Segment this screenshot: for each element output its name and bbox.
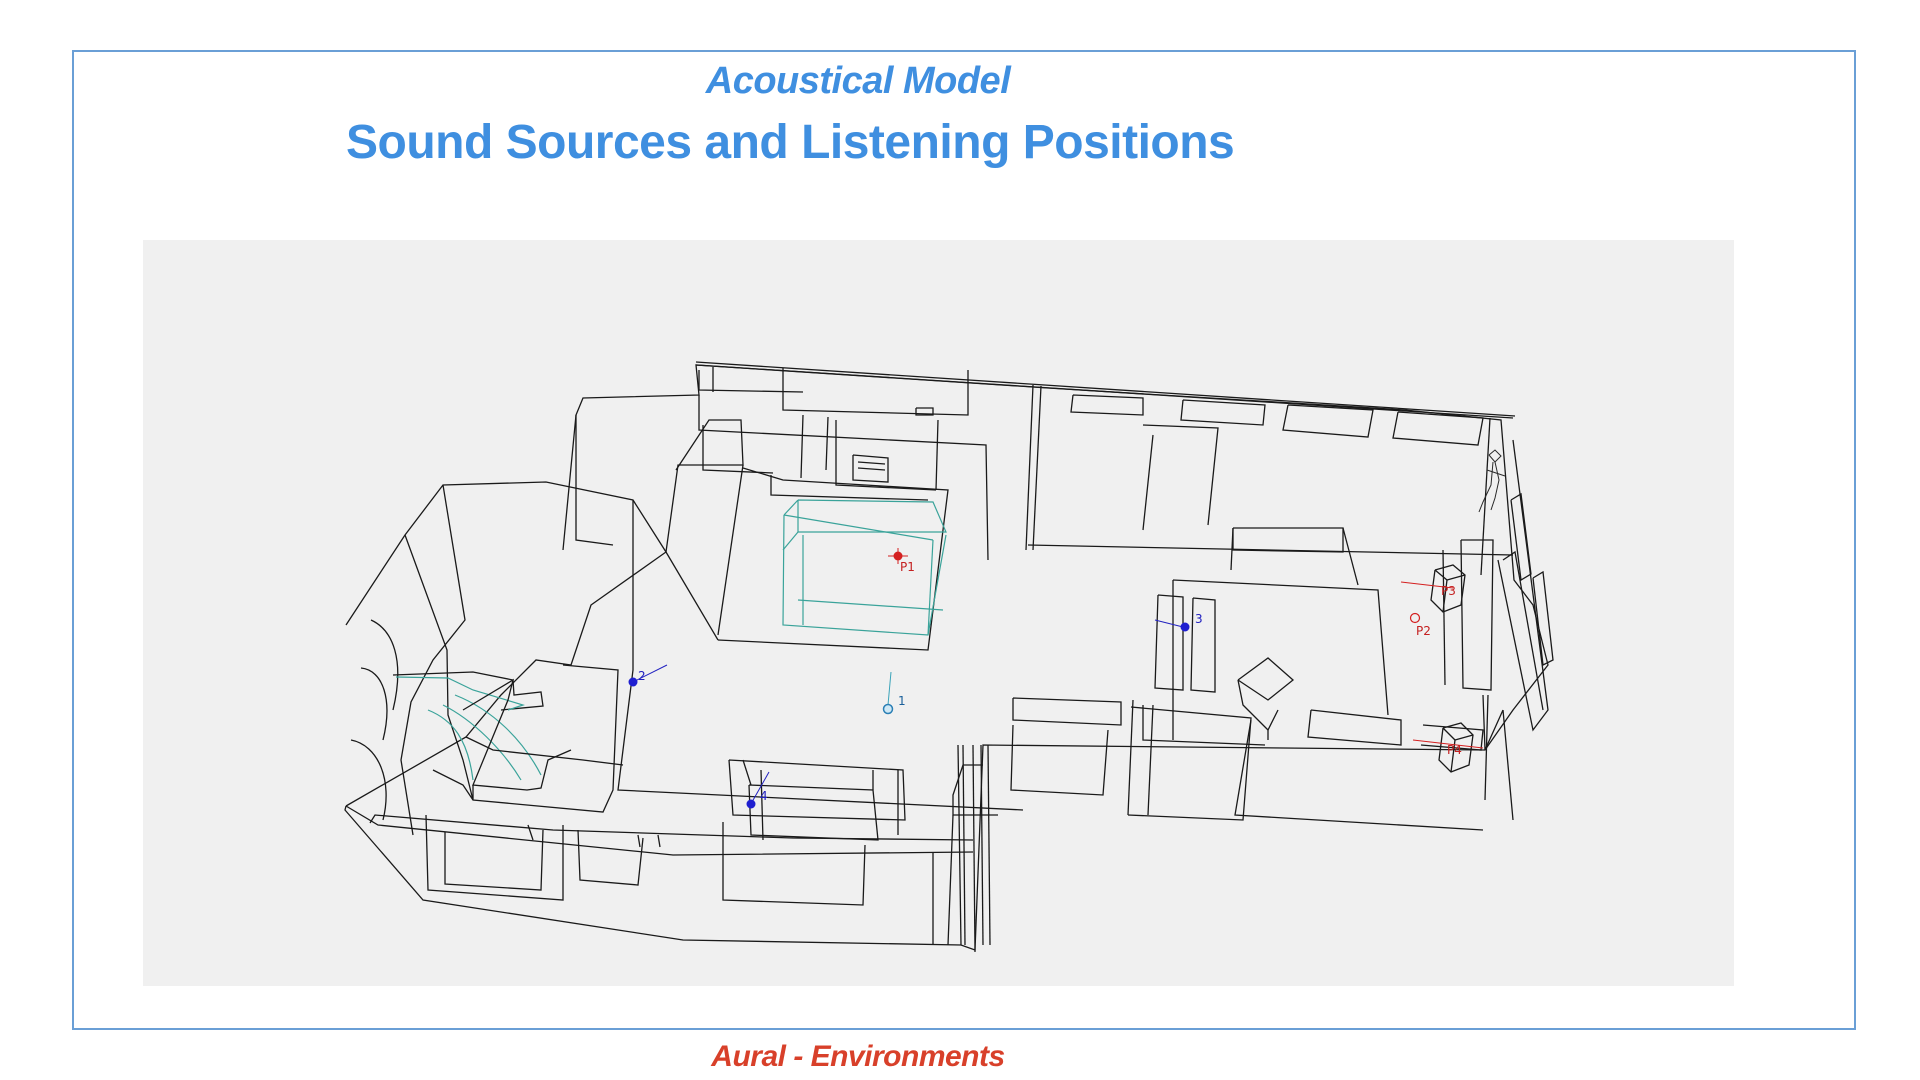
slide-footer: Aural - Environments [711, 1040, 1005, 1073]
sound-sources: 1 2 3 4 [628, 612, 1203, 809]
source-1[interactable]: 1 [882, 671, 906, 715]
listener-p1-label: P1 [900, 560, 915, 574]
listener-p1[interactable]: P1 [888, 548, 915, 574]
slide-subtitle: Acoustical Model [705, 60, 1011, 102]
building-outline [344, 361, 1549, 953]
listener-p3[interactable]: P3 [1400, 581, 1456, 598]
source-1-label: 1 [898, 694, 906, 708]
central-table [782, 499, 947, 636]
acoustic-model-viewport[interactable]: 1 2 3 4 P1 [143, 240, 1734, 986]
source-2-label: 2 [638, 669, 646, 683]
lower-left-furniture [425, 759, 934, 945]
source-3-label: 3 [1195, 612, 1203, 626]
right-room [1010, 394, 1554, 831]
source-4-label: 4 [760, 789, 768, 803]
listener-p2[interactable]: P2 [1409, 612, 1431, 639]
listener-p2-label: P2 [1416, 624, 1431, 638]
slide-title: Sound Sources and Listening Positions [346, 116, 1235, 169]
left-wing [350, 484, 624, 836]
listener-p4[interactable]: P4 [1412, 739, 1484, 757]
listening-positions: P1 P2 P3 P4 [888, 548, 1484, 757]
source-3[interactable]: 3 [1154, 612, 1203, 632]
source-4[interactable]: 4 [746, 771, 770, 809]
slide-frame [72, 50, 1856, 1030]
central-hall [575, 367, 1024, 946]
listener-p4-label: P4 [1447, 743, 1462, 757]
listener-p3-label: P3 [1441, 584, 1456, 598]
source-2[interactable]: 2 [628, 664, 668, 687]
wireframe-drawing: 1 2 3 4 P1 [344, 361, 1554, 953]
